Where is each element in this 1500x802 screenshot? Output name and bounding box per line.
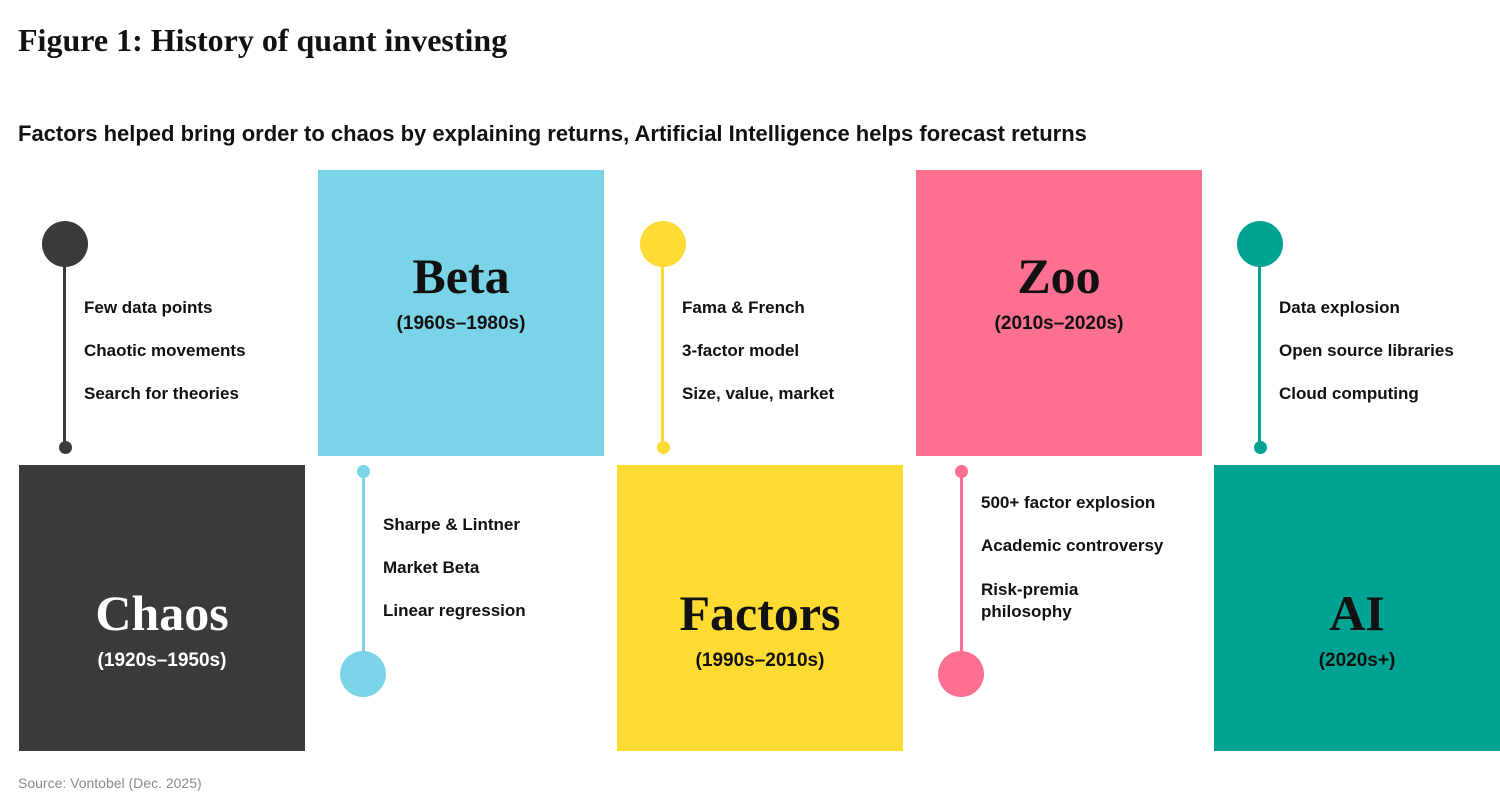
era-period-beta: (1960s–1980s) [396, 313, 526, 334]
list-item: 3-factor model [682, 341, 800, 360]
list-item: Size, value, market [682, 384, 835, 403]
era-name-chaos: Chaos [95, 585, 229, 641]
era-box-beta: Beta (1960s–1980s) [318, 170, 604, 456]
era-period-factors: (1990s–2010s) [695, 650, 825, 671]
timeline-end-dot-ai [1254, 441, 1267, 454]
era-box-zoo: Zoo (2010s–2020s) [916, 170, 1202, 456]
list-item: Market Beta [383, 558, 480, 577]
timeline-line-ai [1258, 244, 1261, 447]
list-item: Search for theories [84, 384, 239, 403]
timeline-line-factors [661, 244, 664, 447]
era-items-chaos: Few data points Chaotic movements Search… [84, 298, 246, 427]
era-period-zoo: (2010s–2020s) [994, 313, 1124, 334]
list-item: Linear regression [383, 601, 526, 620]
source-note: Source: Vontobel (Dec. 2025) [18, 775, 202, 791]
list-item: Few data points [84, 298, 213, 317]
era-items-factors: Fama & French 3-factor model Size, value… [682, 298, 834, 427]
timeline-line-beta [362, 471, 365, 676]
list-item: Data explosion [1279, 298, 1400, 317]
timeline-end-dot-chaos [59, 441, 72, 454]
list-item: Open source libraries [1279, 341, 1454, 360]
era-items-zoo: 500+ factor explosion Academic controver… [981, 493, 1191, 646]
figure-title: Figure 1: History of quant investing [18, 22, 508, 58]
era-items-beta: Sharpe & Lintner Market Beta Linear regr… [383, 515, 526, 644]
list-item: Cloud computing [1279, 384, 1419, 403]
list-item: Sharpe & Lintner [383, 515, 520, 534]
era-box-ai: AI (2020s+) [1214, 465, 1500, 751]
era-period-ai: (2020s+) [1318, 650, 1396, 671]
list-item: 500+ factor explosion [981, 493, 1156, 512]
era-name-factors: Factors [679, 585, 841, 641]
list-item: Chaotic movements [84, 341, 246, 360]
era-period-chaos: (1920s–1950s) [97, 650, 227, 671]
timeline-dot-zoo [938, 651, 984, 697]
era-name-zoo: Zoo [1017, 248, 1101, 304]
era-items-ai: Data explosion Open source libraries Clo… [1279, 298, 1454, 427]
list-item: Risk-premia philosophy [981, 580, 1079, 621]
timeline-line-chaos [63, 244, 66, 447]
figure-subtitle: Factors helped bring order to chaos by e… [18, 121, 1087, 146]
list-item: Academic controversy [981, 536, 1164, 555]
era-box-chaos: Chaos (1920s–1950s) [19, 465, 305, 751]
era-name-beta: Beta [412, 248, 510, 304]
list-item: Fama & French [682, 298, 805, 317]
timeline-end-dot-factors [657, 441, 670, 454]
timeline-dot-beta [340, 651, 386, 697]
era-box-factors: Factors (1990s–2010s) [617, 465, 903, 751]
era-name-ai: AI [1329, 585, 1385, 641]
timeline-line-zoo [960, 471, 963, 676]
